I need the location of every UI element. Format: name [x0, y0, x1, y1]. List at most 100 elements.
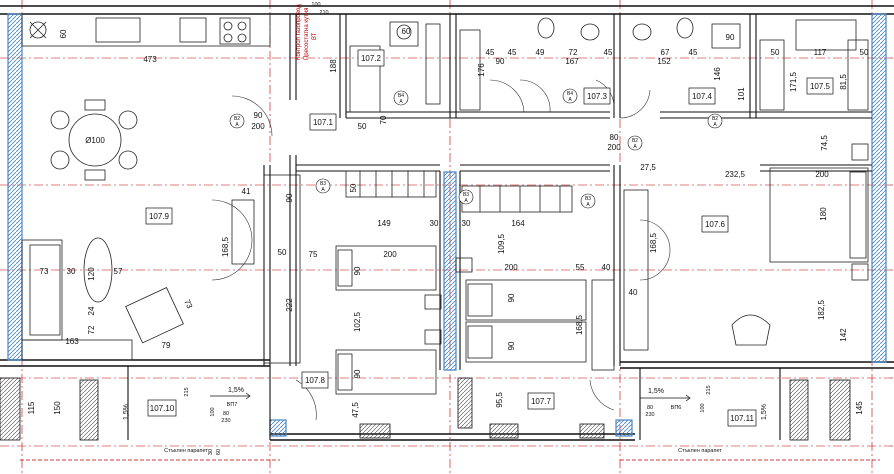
svg-text:А: А	[464, 198, 468, 204]
dim-label: 188	[329, 59, 338, 73]
dim-label: 176	[477, 63, 486, 77]
dim-label: 73	[182, 298, 194, 310]
slope-label: 1,5%	[761, 404, 768, 420]
dimension-labels: 473 60 188 Ø100 90 200 50 70 60 176 45 4…	[27, 27, 869, 418]
dim-label: 200	[504, 263, 518, 272]
svg-text:В3: В3	[585, 196, 591, 202]
svg-text:Стъклен парапет: Стъклен парапет	[678, 448, 722, 454]
svg-text:А: А	[399, 99, 403, 105]
room-label: 107.9	[149, 212, 170, 221]
dim-label: 90	[353, 266, 362, 275]
room-label: 107.6	[705, 220, 726, 229]
dim-label: 90	[353, 369, 362, 378]
svg-text:80: 80	[647, 405, 653, 411]
svg-text:ВП7: ВП7	[227, 402, 238, 408]
balcony-door-labels: 100 215 80 230 ВП7 30 60 100 215 80 230 …	[184, 385, 712, 455]
svg-text:230: 230	[221, 418, 230, 424]
dim-label: 90	[254, 111, 263, 120]
dim-label: 145	[855, 401, 864, 415]
slope-arrows	[210, 392, 691, 402]
door-tag: В3 А	[580, 193, 596, 209]
dim-label: 30	[462, 219, 471, 228]
dim-label: 50	[358, 122, 367, 131]
room-label: 107.7	[531, 397, 552, 406]
door-tag: В2 А	[707, 113, 723, 129]
dim-label: 90	[507, 293, 516, 302]
dim-label: 45	[689, 48, 698, 57]
dim-label: 45	[508, 48, 517, 57]
dim-label: 70	[379, 115, 388, 124]
dim-label: 50	[278, 248, 287, 257]
dim-label: 142	[839, 328, 848, 342]
parapet-labels: Стъклен парапет Стъклен парапет	[164, 448, 722, 454]
dim-label: 57	[114, 267, 123, 276]
svg-text:100: 100	[700, 403, 706, 412]
insulation	[7, 13, 887, 437]
svg-text:А: А	[633, 144, 637, 150]
room-label: 107.10	[150, 404, 175, 413]
svg-text:100: 100	[210, 407, 216, 416]
dim-label: 200	[607, 143, 621, 152]
room-label: 107.11	[730, 414, 754, 423]
dim-label: 30	[430, 219, 439, 228]
dim-label: 73	[40, 267, 49, 276]
dim-label: 90	[285, 193, 294, 202]
dim-label: 90	[496, 57, 505, 66]
door-tag: В4 А	[393, 90, 409, 106]
slope-label: 1,5%	[228, 387, 244, 394]
dim-label: 60	[59, 29, 68, 38]
dim-label: 40	[602, 263, 611, 272]
dim-label: 90	[507, 341, 516, 350]
dim-label: 55	[576, 263, 585, 272]
svg-text:В3: В3	[320, 181, 326, 187]
svg-text:210: 210	[319, 10, 328, 16]
dim-label: 41	[242, 187, 251, 196]
svg-text:ВТ: ВТ	[312, 32, 318, 40]
dim-label: 79	[162, 341, 171, 350]
dim-label: 30	[67, 267, 76, 276]
dim-label: 180	[819, 207, 828, 221]
door-swings	[211, 79, 671, 421]
svg-text:Пресостатна кутия: Пресостатна кутия	[304, 8, 310, 60]
dim-label: 120	[87, 267, 96, 281]
dim-label: 168,5	[649, 232, 658, 253]
door-tag: В3 А	[315, 178, 331, 194]
svg-text:В2: В2	[234, 116, 240, 122]
door-tag: В3 А	[458, 189, 474, 205]
slope-labels: 1,5% 1,5% 1,5% 1,5%	[123, 387, 768, 420]
svg-text:В3: В3	[463, 192, 469, 198]
dim-label: 50	[860, 48, 869, 57]
room-label: 107.2	[361, 54, 382, 63]
svg-text:А: А	[586, 202, 590, 208]
room-tags	[145, 49, 834, 427]
svg-text:В4: В4	[567, 91, 573, 97]
dim-label: 75	[309, 250, 318, 259]
svg-text:80: 80	[223, 411, 229, 417]
svg-text:ВП6: ВП6	[671, 405, 682, 411]
dim-label: 67	[661, 48, 670, 57]
dim-label: 45	[486, 48, 495, 57]
dim-label: 95,5	[495, 392, 504, 408]
dim-label: 163	[65, 337, 79, 346]
dim-label: 24	[87, 306, 96, 315]
dim-label: 168,5	[575, 314, 584, 335]
dim-label: 74,5	[820, 135, 829, 151]
room-label: 107.3	[587, 92, 608, 101]
dim-label: Ø100	[85, 136, 105, 145]
dim-label: 473	[143, 55, 157, 64]
dim-label: 150	[53, 401, 62, 415]
dim-label: 49	[536, 48, 545, 57]
svg-text:30: 30	[208, 449, 214, 455]
dim-label: 149	[377, 219, 391, 228]
top-notes: 100 210 Контрол газопровод Пресостатна к…	[296, 2, 329, 60]
dim-label: 27,5	[640, 163, 656, 172]
dim-label: 81,5	[839, 74, 848, 90]
columns	[0, 377, 851, 441]
dim-label: 72	[569, 48, 578, 57]
dim-label: 168,5	[221, 236, 230, 257]
room-labels: 107.1 107.2 107.3 107.4 107.5 107.6 107.…	[149, 54, 831, 423]
dim-label: 115	[27, 401, 36, 414]
svg-text:А: А	[713, 122, 717, 128]
room-label: 107.5	[810, 82, 831, 91]
